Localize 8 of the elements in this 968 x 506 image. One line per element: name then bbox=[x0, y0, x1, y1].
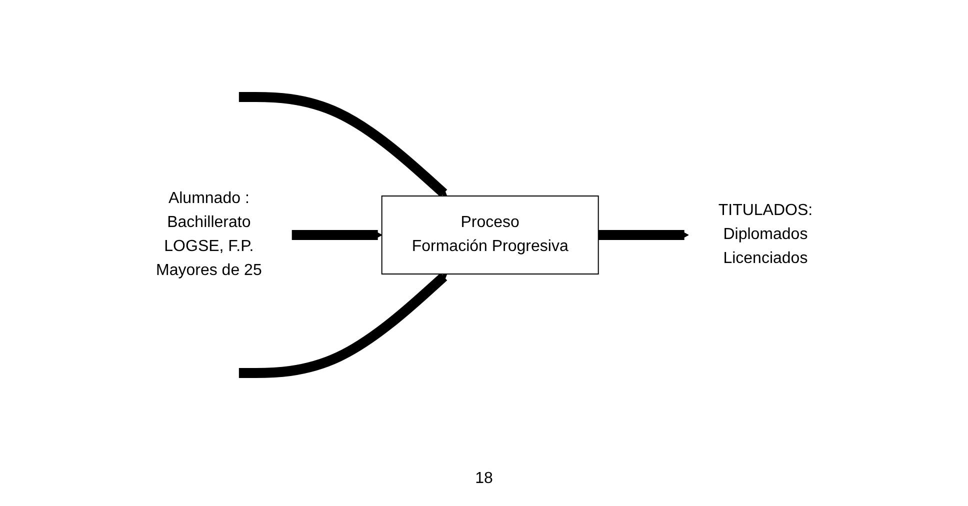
node-text: Alumnado : Bachillerato LOGSE, F.P. Mayores de 25 bbox=[156, 190, 262, 279]
node-box: Proceso Formación Progresiva bbox=[381, 196, 599, 274]
arrow bbox=[238, 92, 447, 198]
arrow bbox=[598, 230, 688, 240]
arrow bbox=[292, 230, 382, 240]
page-number: 18 bbox=[475, 470, 493, 487]
node-text: TITULADOS: Diplomados Licenciados bbox=[718, 202, 812, 267]
arrow bbox=[238, 272, 447, 378]
